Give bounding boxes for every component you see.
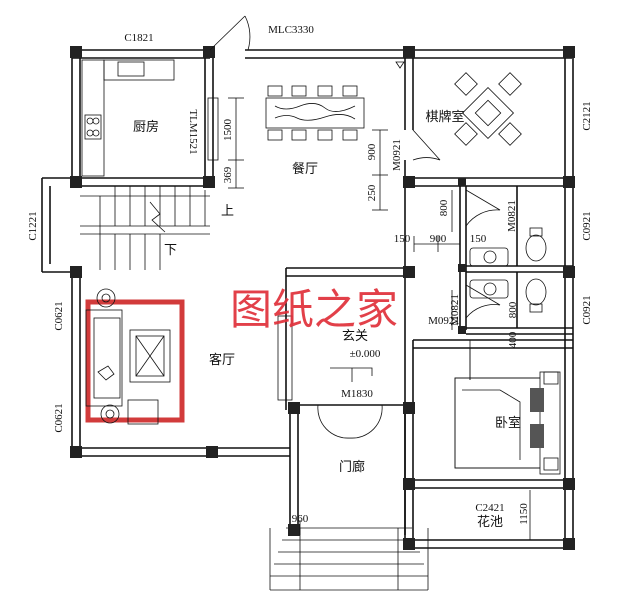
m1830-double-door-swing bbox=[317, 404, 383, 439]
door-tlm1521-label: TLM1521 bbox=[187, 109, 199, 154]
window-c0921-bath2-label: C0921 bbox=[581, 295, 593, 324]
bedroom-label: 卧室 bbox=[495, 415, 521, 431]
window-c0621-living-top-label: C0621 bbox=[53, 301, 65, 330]
dim-800-lower: 800 bbox=[507, 301, 519, 318]
foyer-label: 玄关 bbox=[342, 329, 368, 344]
dining-label: 餐厅 bbox=[292, 161, 318, 177]
doors bbox=[209, 15, 501, 439]
window-c2121-label: C2121 bbox=[581, 101, 593, 130]
door-m0921-bedroom-label: M0921 bbox=[428, 315, 460, 327]
dining-table bbox=[207, 85, 365, 161]
door-mlc3330-label: MLC3330 bbox=[268, 24, 314, 36]
window-c1221-label: C1221 bbox=[27, 211, 39, 240]
staircase bbox=[80, 186, 210, 270]
window-c1821-label: C1821 bbox=[124, 32, 153, 44]
watermark-text: 图纸之家 bbox=[230, 285, 398, 334]
dim-150-right: 150 bbox=[470, 233, 487, 245]
living-room-furniture bbox=[85, 288, 185, 425]
stair-up-label: 上 bbox=[221, 204, 234, 219]
chess-room-label: 棋牌室 bbox=[425, 109, 464, 125]
foyer-details bbox=[277, 315, 373, 401]
dim-250: 250 bbox=[366, 184, 378, 201]
window-c2421-label: C2421 bbox=[475, 502, 504, 514]
door-m1830-label: M1830 bbox=[341, 388, 373, 400]
kitchen-label: 厨房 bbox=[133, 119, 159, 135]
dim-900-horizontal: 900 bbox=[430, 233, 447, 245]
chess-table bbox=[395, 61, 522, 146]
living-room-label: 客厅 bbox=[209, 352, 235, 368]
dim-800-upper: 800 bbox=[438, 199, 450, 216]
dim-1150: 1150 bbox=[518, 503, 530, 525]
porch-label: 门廊 bbox=[339, 459, 365, 475]
main-door-swing bbox=[209, 15, 251, 51]
dim-369: 369 bbox=[222, 166, 234, 183]
stair-down-label: 下 bbox=[164, 243, 177, 258]
dim-1500: 1500 bbox=[222, 119, 234, 142]
window-c0621-living-bottom-label: C0621 bbox=[53, 403, 65, 432]
dim-900-vertical: 900 bbox=[366, 143, 378, 160]
bath-door-swing-2 bbox=[465, 284, 501, 319]
structural-columns bbox=[70, 46, 575, 550]
bathroom-fixtures bbox=[469, 227, 547, 313]
door-m0921-chess-label: M0921 bbox=[391, 139, 403, 171]
chess-door-swing bbox=[412, 129, 441, 161]
door-m0821-bath2-label: M0821 bbox=[449, 294, 461, 326]
kitchen-fixtures bbox=[81, 59, 175, 177]
flower-bed-label: 花池 bbox=[477, 514, 503, 530]
door-m0821-bath1-label: M0821 bbox=[506, 200, 518, 232]
foyer-level-label: ±0.000 bbox=[350, 348, 381, 360]
bath-door-swing-1 bbox=[465, 189, 501, 227]
bed bbox=[454, 371, 561, 475]
dim-150-left: 150 bbox=[394, 233, 411, 245]
dim-400: 400 bbox=[507, 331, 519, 348]
dimension-lines bbox=[228, 97, 531, 540]
window-c0921-bath1-label: C0921 bbox=[581, 211, 593, 240]
dim-960: 960 bbox=[292, 513, 309, 525]
